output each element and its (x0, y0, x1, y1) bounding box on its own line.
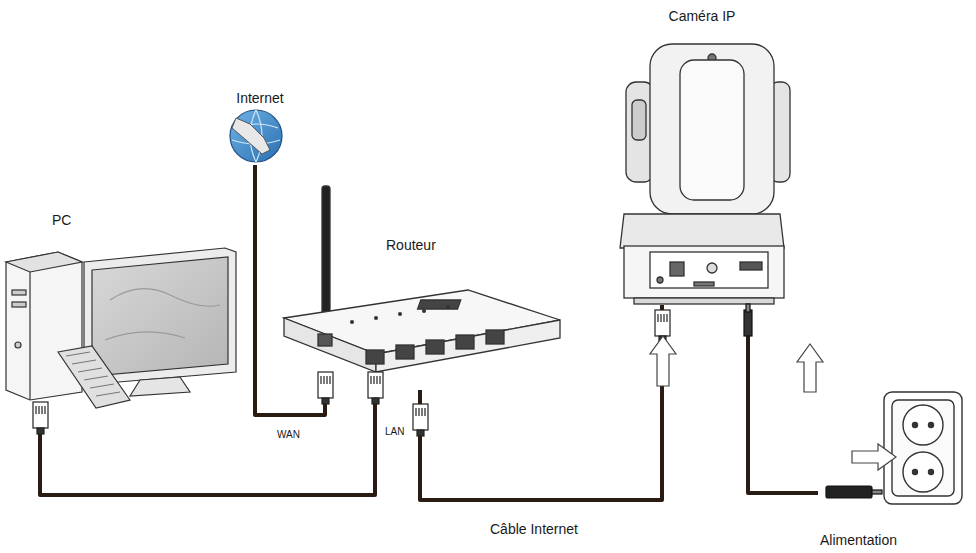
router-node: Routeur (278, 237, 563, 390)
ip-camera-illustration (620, 44, 790, 304)
network-cable (40, 390, 375, 495)
internet-globe (230, 110, 282, 162)
power-node: Alimentation (818, 388, 970, 548)
wall-socket (884, 392, 962, 504)
port-label: LAN (385, 426, 404, 437)
pc-node: PC (2, 212, 238, 402)
network-cable (255, 165, 325, 415)
device-name: Routeur (386, 237, 436, 253)
camera-node: Caméra IP (612, 8, 792, 305)
port-label: WAN (277, 429, 300, 440)
hint-arrows (650, 336, 896, 470)
router-illustration (284, 186, 560, 372)
device-name: Internet (236, 90, 283, 106)
rj45-plugs (33, 310, 670, 436)
power-plug (744, 304, 882, 498)
internet-node: Internet (215, 90, 305, 165)
cable-label: Câble Internet (490, 521, 578, 537)
device-name: Caméra IP (669, 8, 736, 24)
device-name: PC (52, 212, 71, 228)
device-name: Alimentation (820, 532, 897, 548)
pc-illustration (6, 248, 236, 408)
network-cable (748, 305, 818, 493)
